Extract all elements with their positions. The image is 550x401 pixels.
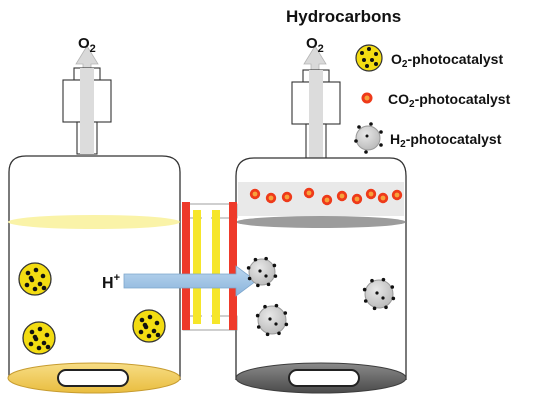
left-stir-bar xyxy=(57,369,129,387)
co2-photocatalyst-particle xyxy=(351,193,363,205)
o2-photocatalyst-particle xyxy=(18,262,52,296)
co2-photocatalyst-particle xyxy=(336,190,348,202)
co2-photocatalyst-particle xyxy=(281,191,293,203)
legend: O2-photocatalyst CO2-photocatalyst H2-ph… xyxy=(354,44,511,154)
legend-o2-icon xyxy=(355,44,383,72)
h2-photocatalyst-particle xyxy=(255,303,289,337)
co2-photocatalyst-particle xyxy=(303,187,315,199)
legend-h2-icon xyxy=(354,122,383,154)
proton-label: H+ xyxy=(102,272,120,292)
right-o2-label: O2 xyxy=(306,35,324,55)
left-o2-label: O2 xyxy=(78,35,96,55)
o2-photocatalyst-particle xyxy=(132,309,166,343)
legend-co2-icon xyxy=(361,92,373,104)
co2-catalyst-layer xyxy=(238,182,404,216)
co2-photocatalyst-particle xyxy=(391,189,403,201)
legend-h2-text: H2-photocatalyst xyxy=(390,131,502,150)
right-chamber xyxy=(235,45,407,394)
legend-co2-text: CO2-photocatalyst xyxy=(388,91,511,110)
left-liquid-surface xyxy=(8,215,180,229)
co2-photocatalyst-particle xyxy=(265,192,277,204)
co2-photocatalyst-particle xyxy=(377,192,389,204)
right-stir-bar xyxy=(288,369,360,387)
co2-photocatalyst-particle xyxy=(365,188,377,200)
o2-photocatalyst-particle xyxy=(22,321,56,355)
co2-photocatalyst-particle xyxy=(321,194,333,206)
co2-photocatalyst-particle xyxy=(249,188,261,200)
h2-photocatalyst-particle xyxy=(246,256,278,288)
right-liquid-surface xyxy=(236,216,406,228)
particles xyxy=(18,187,403,355)
h2-photocatalyst-particle xyxy=(362,277,396,311)
right-valve xyxy=(291,69,341,159)
legend-o2-text: O2-photocatalyst xyxy=(391,51,503,70)
hydrocarbons-label: Hydrocarbons xyxy=(286,7,401,26)
proton-exchange-membrane xyxy=(182,202,238,331)
proton-transfer-arrow xyxy=(123,265,257,297)
left-valve xyxy=(62,67,112,155)
